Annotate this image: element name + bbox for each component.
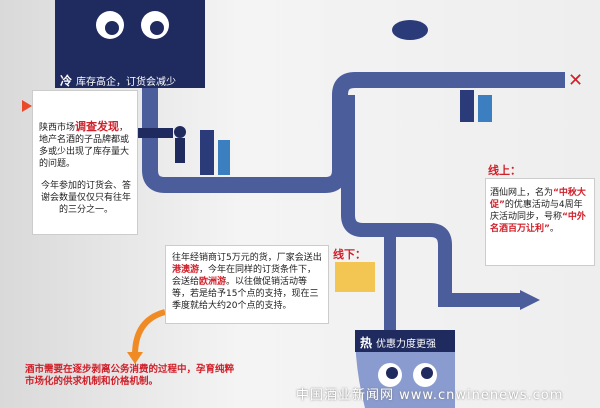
offline-text-box: 往年经销商订5万元的货，厂家会送出港澳游，今年在同样的订货条件下，会送给欧洲游。… bbox=[165, 245, 329, 324]
arrow-right-icon bbox=[520, 290, 540, 310]
online-label: 线上： bbox=[488, 164, 521, 177]
text: 酒仙网上，名为 bbox=[490, 188, 554, 198]
watermark: 中国酒业新闻网 www.cnwinenews.com bbox=[296, 388, 564, 403]
online-text-box: 酒仙网上，名为“中秋大促”的优惠活动与4周年庆活动同步，号称“中外名酒百万让利”… bbox=[485, 178, 595, 266]
buildings-icon bbox=[200, 90, 492, 175]
highlight: “中外名酒百万让利” bbox=[490, 212, 586, 234]
x-mark-icon: ✕ bbox=[568, 70, 583, 91]
cold-label: 冷 bbox=[60, 74, 73, 88]
cloud-rain-icon bbox=[392, 20, 428, 40]
left-text-box: 陕西市场调查发现，地产名酒的子品牌都或多或少出现了库存量大的问题。 今年参加的订… bbox=[32, 90, 138, 235]
text: 。 bbox=[549, 224, 559, 234]
highlight: “中秋大促” bbox=[490, 188, 586, 210]
person-telescope-icon bbox=[128, 126, 186, 163]
top-head bbox=[55, 0, 205, 70]
text: 。以往做促销活动等等，若是给予15个点的支持，现在三季度就给大约20个点的支持。 bbox=[172, 277, 319, 311]
pipe bbox=[142, 72, 565, 193]
top-band bbox=[55, 70, 205, 88]
highlight: 港澳游 bbox=[172, 265, 200, 275]
text: 往年经销商订5万元的货，厂家会送出 bbox=[172, 253, 322, 263]
text: ，今年在同样的订货条件下，会送给 bbox=[172, 265, 317, 287]
highlight: 欧洲游 bbox=[199, 277, 227, 287]
pipe-branch bbox=[341, 95, 520, 307]
bottom-head bbox=[355, 330, 455, 408]
folder-icon bbox=[335, 262, 375, 292]
triangle-marker-icon bbox=[22, 100, 32, 112]
highlight: 调查发现 bbox=[75, 120, 120, 133]
hot-label: 热 bbox=[360, 336, 373, 350]
orange-arrowhead-icon bbox=[127, 352, 143, 364]
top-head-caption: 冷库存高企，订货会减少 bbox=[60, 72, 176, 89]
offline-label: 线下： bbox=[333, 248, 366, 261]
paragraph: 今年参加的订货会、答谢会数量仅仅只有往年的三分之一。 bbox=[40, 181, 131, 215]
conclusion-text: 酒市需要在逐步剥离公务消费的过程中，孕育纯粹市场化的供求机制和价格机制。 bbox=[25, 364, 235, 387]
caption: 优惠力度更强 bbox=[376, 339, 437, 350]
bottom-head-caption: 热优惠力度更强 bbox=[360, 334, 436, 351]
text: 陕西市场 bbox=[39, 123, 76, 133]
caption: 库存高企，订货会减少 bbox=[76, 77, 177, 88]
orange-arrow-icon bbox=[132, 309, 166, 356]
text: 的优惠活动与4周年庆活动同步，号称 bbox=[490, 200, 583, 222]
text: ，地产名酒的子品牌都或多或少出现了库存量大的问题。 bbox=[39, 123, 130, 169]
